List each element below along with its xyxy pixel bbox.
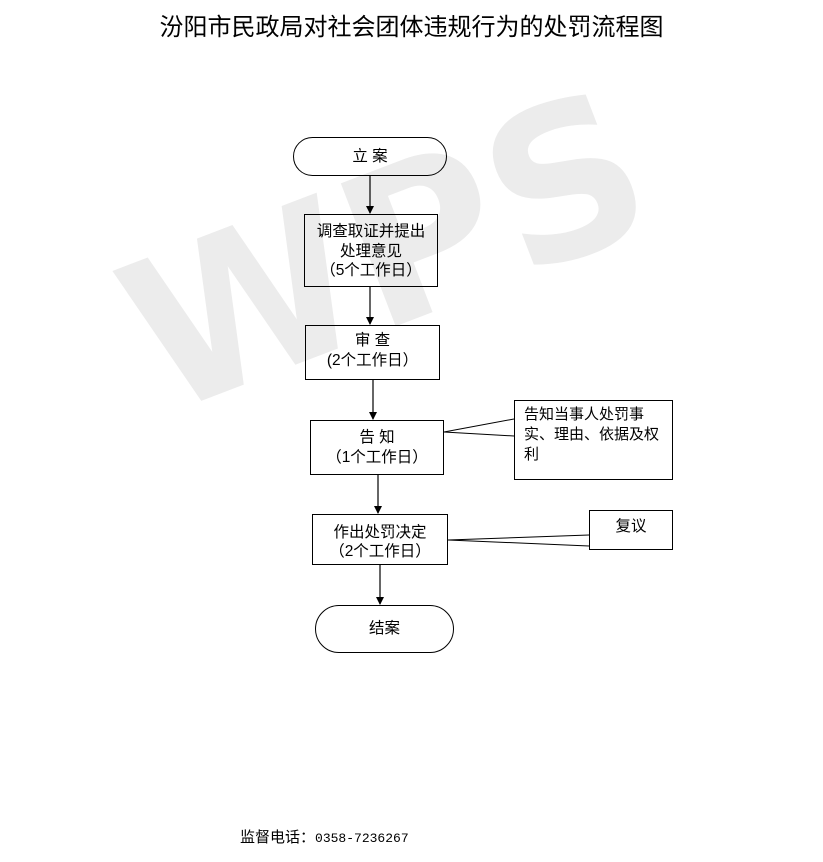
notify-note-line-2: 实、理由、依据及权 (524, 426, 660, 443)
supervision-phone: 监督电话：0358-7236267 (240, 829, 409, 848)
start-node: 立 案 (293, 137, 447, 176)
investigate-line-1: 调查取证并提出 (316, 223, 426, 240)
end-label: 结案 (368, 620, 400, 638)
review-line-1: 审 查 (354, 332, 391, 349)
decision-line-2: （2个工作日） (329, 543, 431, 560)
supervision-phone-label: 监督电话： (240, 830, 316, 846)
decision-node: 作出处罚决定 （2个工作日） (312, 514, 448, 565)
notify-note-line-3: 利 (524, 446, 540, 463)
investigate-line-2: 处理意见 (339, 242, 402, 260)
notify-note-line-1: 告知当事人处罚事 (524, 406, 645, 423)
review-line-2: (2个工作日） (326, 351, 419, 369)
notify-line-2: （1个工作日） (326, 448, 428, 466)
supervision-phone-number: 0358-7236267 (315, 831, 409, 846)
notify-node: 告 知 （1个工作日） (310, 420, 444, 475)
investigate-line-3: （5个工作日） (320, 262, 422, 279)
end-node: 结案 (315, 605, 454, 653)
notify-note-node: 告知当事人处罚事 实、理由、依据及权 利 (514, 400, 673, 480)
appeal-node: 复议 (589, 510, 673, 550)
page-title: 汾阳市民政局对社会团体违规行为的处罚流程图 (159, 15, 664, 41)
review-node: 审 查 (2个工作日） (305, 325, 440, 380)
notify-line-1: 告 知 (359, 429, 395, 446)
callout-decision-upper (447, 534, 590, 541)
decision-line-1: 作出处罚决定 (333, 524, 427, 541)
callout-notify-upper (443, 418, 515, 433)
callout-notify-lower (443, 431, 515, 437)
investigate-node: 调查取证并提出 处理意见 （5个工作日） (304, 214, 438, 287)
start-label: 立 案 (352, 147, 388, 165)
appeal-label: 复议 (615, 518, 647, 535)
callout-decision-lower (447, 539, 590, 547)
